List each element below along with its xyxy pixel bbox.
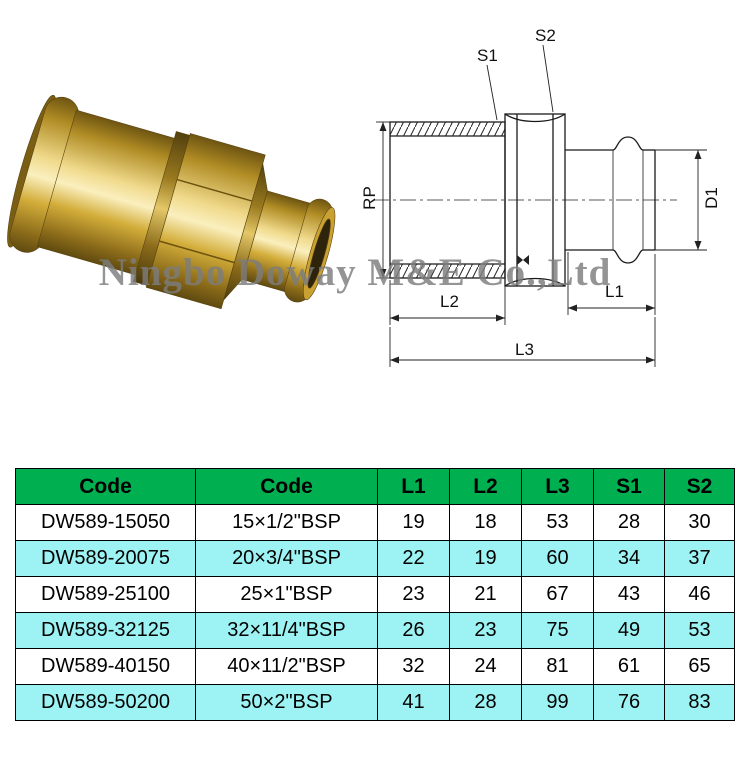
cell-l3: 81 (521, 648, 594, 685)
cell-l3: 75 (521, 612, 594, 649)
cell-l3: 99 (521, 684, 594, 721)
spec-table: Code Code L1 L2 L3 S1 S2 DW589-15050 15×… (15, 468, 735, 721)
cell-l2: 23 (449, 612, 522, 649)
cell-l1: 41 (377, 684, 450, 721)
header-code-2: Code (195, 468, 378, 505)
cell-size: 20×3/4"BSP (195, 540, 378, 577)
cell-code: DW589-20075 (15, 540, 196, 577)
cell-s2: 37 (664, 540, 735, 577)
cell-l1: 26 (377, 612, 450, 649)
table-row: DW589-40150 40×11/2"BSP 32 24 81 61 65 (15, 648, 735, 685)
cell-l2: 19 (449, 540, 522, 577)
dim-label-l3: L3 (515, 340, 534, 359)
cell-code: DW589-15050 (15, 504, 196, 541)
product-photo (7, 94, 336, 310)
cell-code: DW589-25100 (15, 576, 196, 613)
dim-label-d1: D1 (701, 187, 721, 209)
watermark: Ningbo Doway M&E Co.,Ltd (98, 251, 612, 294)
cell-s2: 30 (664, 504, 735, 541)
cell-s2: 53 (664, 612, 735, 649)
cell-s2: 65 (664, 648, 735, 685)
cell-s1: 61 (593, 648, 665, 685)
header-s1: S1 (593, 468, 665, 505)
technical-drawing (373, 44, 707, 367)
thread-hatch-top (390, 122, 505, 136)
cell-code: DW589-40150 (15, 648, 196, 685)
header-s2: S2 (664, 468, 735, 505)
header-l2: L2 (449, 468, 522, 505)
cell-size: 32×11/4"BSP (195, 612, 378, 649)
table-header-row: Code Code L1 L2 L3 S1 S2 (15, 468, 735, 505)
dim-label-s2: S2 (535, 26, 556, 45)
dim-label-l1: L1 (605, 282, 624, 301)
cell-s2: 46 (664, 576, 735, 613)
fitting-outline (389, 113, 656, 287)
cell-l1: 22 (377, 540, 450, 577)
cell-l3: 53 (521, 504, 594, 541)
thread-hatch-bottom (390, 264, 505, 278)
cell-l1: 19 (377, 504, 450, 541)
table-row: DW589-15050 15×1/2"BSP 19 18 53 28 30 (15, 504, 735, 541)
brass-fitting-render (7, 94, 336, 310)
cell-size: 50×2"BSP (195, 684, 378, 721)
fitting-bore (307, 218, 331, 289)
cell-size: 15×1/2"BSP (195, 504, 378, 541)
cell-s1: 49 (593, 612, 665, 649)
cell-l2: 21 (449, 576, 522, 613)
dim-label-rp: RP (359, 186, 379, 210)
cell-s1: 76 (593, 684, 665, 721)
table-row: DW589-32125 32×11/4"BSP 26 23 75 49 53 (15, 612, 735, 649)
dim-label-s1: S1 (477, 46, 498, 65)
header-code-1: Code (15, 468, 196, 505)
header-l3: L3 (521, 468, 594, 505)
table-row: DW589-20075 20×3/4"BSP 22 19 60 34 37 (15, 540, 735, 577)
cell-l2: 24 (449, 648, 522, 685)
cell-code: DW589-50200 (15, 684, 196, 721)
cell-l1: 32 (377, 648, 450, 685)
dimension-arrows (379, 122, 702, 364)
header-l1: L1 (377, 468, 450, 505)
hex-section (504, 113, 566, 287)
cell-l2: 18 (449, 504, 522, 541)
cell-l3: 60 (521, 540, 594, 577)
cell-l2: 28 (449, 684, 522, 721)
cell-s1: 28 (593, 504, 665, 541)
dim-label-l2: L2 (440, 292, 459, 311)
table-row: DW589-50200 50×2"BSP 41 28 99 76 83 (15, 684, 735, 721)
cell-l3: 67 (521, 576, 594, 613)
cell-size: 25×1"BSP (195, 576, 378, 613)
cell-s2: 83 (664, 684, 735, 721)
cell-l1: 23 (377, 576, 450, 613)
cell-code: DW589-32125 (15, 612, 196, 649)
dimension-lines (376, 44, 707, 367)
table-row: DW589-25100 25×1"BSP 23 21 67 43 46 (15, 576, 735, 613)
cell-s1: 43 (593, 576, 665, 613)
cell-size: 40×11/2"BSP (195, 648, 378, 685)
cell-s1: 34 (593, 540, 665, 577)
